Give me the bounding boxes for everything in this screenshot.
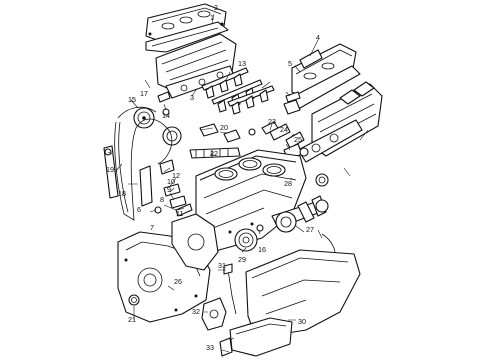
callout-30: 30 <box>298 317 306 326</box>
valve-cover-left <box>145 3 227 45</box>
dipstick <box>223 263 237 315</box>
crank-pulley-bolt <box>256 224 264 232</box>
oil-pump-pickup <box>201 297 227 331</box>
camshaft-sprocket-2 <box>162 126 182 146</box>
callout-12: 12 <box>172 171 180 180</box>
callout-25: 25 <box>294 135 302 144</box>
crankshaft-pulley <box>234 228 258 252</box>
callout-3: 3 <box>190 93 194 102</box>
callout-7: 7 <box>150 223 154 232</box>
callout-16: 16 <box>258 245 266 254</box>
callout-20: 20 <box>220 123 228 132</box>
callout-8: 8 <box>160 195 164 204</box>
camshaft-sprocket <box>133 107 155 129</box>
callout-28: 28 <box>284 179 292 188</box>
callout-labels: 1 2 3 4 5 6 7 8 9 10 11 12 13 14 15 16 1… <box>106 3 320 352</box>
callout-24: 24 <box>280 125 288 134</box>
leader-lines <box>107 13 369 353</box>
timing-chain <box>114 106 173 221</box>
callout-23: 23 <box>268 117 276 126</box>
valve-cover-gasket-left <box>145 21 229 53</box>
water-pump-cover <box>171 213 219 271</box>
callout-19: 19 <box>106 165 114 174</box>
callout-13: 13 <box>238 59 246 68</box>
timing-chain-guide <box>103 145 119 199</box>
rear-main-seal <box>315 173 329 187</box>
callout-15: 15 <box>128 95 136 104</box>
callout-1: 1 <box>210 13 214 22</box>
callout-11: 11 <box>176 209 183 218</box>
callout-17: 17 <box>140 89 148 98</box>
callout-2: 2 <box>214 3 218 12</box>
chain-tensioner <box>139 159 187 214</box>
camshaft-right <box>227 85 275 115</box>
callout-26: 26 <box>174 277 182 286</box>
crankshaft <box>271 195 329 233</box>
callout-29: 29 <box>238 255 246 264</box>
callout-14: 14 <box>162 111 170 120</box>
callout-10: 10 <box>167 177 175 186</box>
camshaft-bolt <box>157 91 171 116</box>
tensioner-bolt <box>175 203 193 217</box>
callout-22: 22 <box>210 149 218 158</box>
callout-33: 33 <box>206 343 214 352</box>
callout-6: 6 <box>137 205 141 214</box>
callout-5: 5 <box>288 59 292 68</box>
engine-block <box>195 149 307 253</box>
front-cover-seal <box>128 294 140 306</box>
callout-18: 18 <box>118 189 126 198</box>
drain-plug <box>219 337 233 357</box>
oil-pan-lower <box>229 317 293 357</box>
head-gasket-right <box>297 119 363 163</box>
callout-27: 27 <box>306 225 314 234</box>
callout-32: 32 <box>192 307 200 316</box>
callout-4: 4 <box>316 33 320 42</box>
callout-21: 21 <box>128 315 136 324</box>
callout-31: 31 <box>218 261 226 270</box>
callout-9: 9 <box>167 185 171 194</box>
